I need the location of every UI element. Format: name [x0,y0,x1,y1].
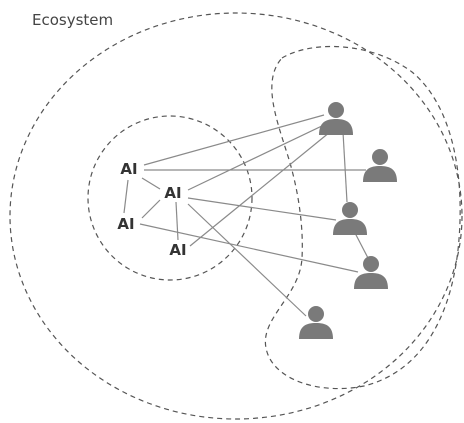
ai-agent-2: AI [164,184,181,202]
ecosystem-boundary [9,12,463,420]
people-group [299,102,397,339]
connection-ai-2-person-5 [187,203,307,317]
person-2-icon [363,149,397,182]
connection-person-3-person-4 [353,230,369,259]
person-4-icon [354,256,388,289]
diagram-title: Ecosystem [32,11,113,29]
connection-ai-4-person-1 [189,131,331,247]
ai-cluster-boundary [87,115,253,281]
ai-agent-4: AI [169,241,186,259]
connection-ai-2-ai-4 [175,201,179,241]
person-1-icon [319,102,353,135]
connection-ai-2-person-3 [187,197,337,221]
connection-lines [123,114,369,317]
ai-agent-3: AI [117,215,134,233]
connection-ai-1-person-1 [143,114,325,166]
connection-ai-3-person-4 [139,223,359,273]
connection-ai-1-ai-2 [141,177,161,190]
connection-ai-1-ai-3 [123,179,129,214]
person-3-icon [333,202,367,235]
person-5-icon [299,306,333,339]
connection-person-1-person-3 [342,131,348,203]
people-cluster-boundary [264,45,461,390]
ai-agent-1: AI [120,160,137,178]
connection-ai-2-person-1 [187,123,327,191]
connection-ai-2-ai-3 [141,199,161,219]
